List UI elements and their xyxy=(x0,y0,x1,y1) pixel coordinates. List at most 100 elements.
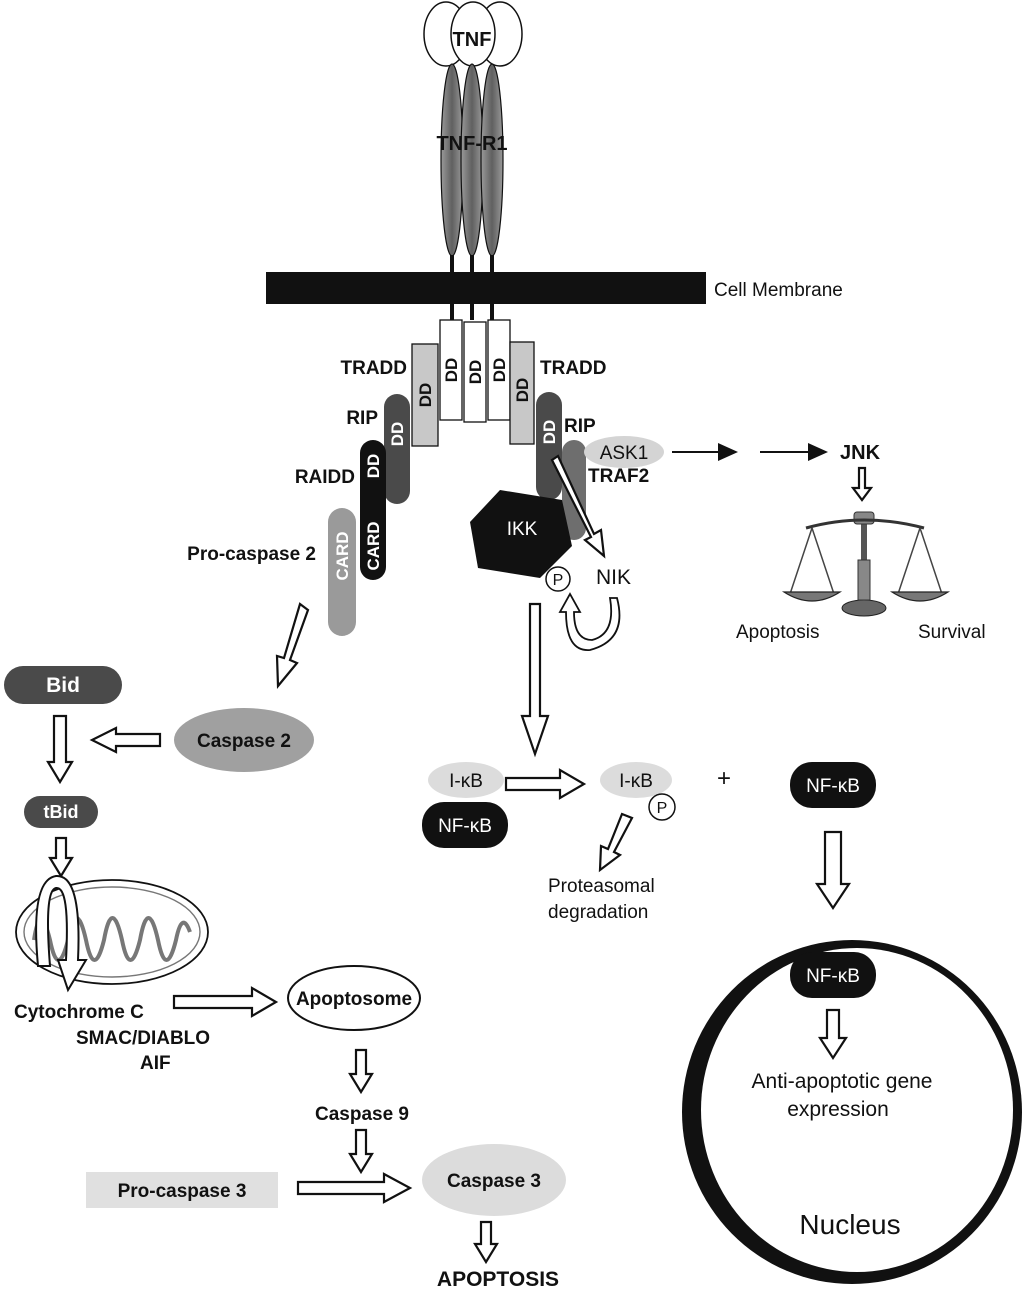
caspase-2-ellipse xyxy=(174,708,314,772)
caspase2-to-bid-arrow xyxy=(89,726,162,754)
rip-to-nik-arrow xyxy=(550,454,606,559)
rip-left-dd-label: DD xyxy=(388,422,407,447)
procaspase2-to-caspase2-arrow xyxy=(275,602,310,689)
scale-survival-label: Survival xyxy=(918,622,986,643)
smac-diablo-label: SMAC/DIABLO xyxy=(76,1028,210,1049)
nucleus-nfkb-box xyxy=(790,952,876,998)
tnf-label: TNF xyxy=(453,29,492,51)
nucleus-nfkb-label: NF-κB xyxy=(806,966,860,987)
receptor-center xyxy=(460,63,484,257)
tbid-box xyxy=(24,796,98,828)
plus-sign: + xyxy=(717,765,731,792)
ikk-hexagon xyxy=(470,490,572,578)
caspase-3-ellipse xyxy=(422,1144,566,1216)
bid-to-tbid-arrow xyxy=(46,714,74,785)
ask1-shape xyxy=(584,436,664,468)
nfkb-to-nucleus-arrow xyxy=(814,830,852,910)
tbid-label: tBid xyxy=(44,802,79,822)
apoptosis-final-label: APOPTOSIS xyxy=(437,1268,559,1290)
tnf-r1-receptors: TNF-R1 xyxy=(436,63,508,320)
receptor-right xyxy=(480,63,504,257)
bid-label: Bid xyxy=(46,674,80,697)
anti-apoptotic-line1: Anti-apoptotic gene xyxy=(752,1070,933,1093)
ikk-phospho-circle xyxy=(545,566,571,592)
ikb-complex-label: I-κB xyxy=(449,771,483,792)
receptor-dd-3-label: DD xyxy=(490,358,509,383)
raidd-dd-label: DD xyxy=(364,454,383,479)
raidd-box xyxy=(360,440,386,580)
ikb-phosphorylation-arrow xyxy=(504,768,587,800)
anti-apoptotic-line2: expression xyxy=(787,1098,889,1121)
ikk-phospho-label: P xyxy=(553,572,564,589)
apoptosome-label: Apoptosome xyxy=(296,989,412,1010)
free-nfkb-label: NF-κB xyxy=(806,776,860,797)
rip-right-label: RIP xyxy=(564,416,596,437)
cell-membrane-bar xyxy=(266,272,706,304)
tradd-left-box xyxy=(411,343,439,447)
phospho-ikb-p-circle xyxy=(648,793,676,821)
tradd-left-label: TRADD xyxy=(341,358,408,379)
balance-scale-icon xyxy=(781,511,951,617)
degradation-label: degradation xyxy=(548,902,648,923)
apoptosome-ellipse xyxy=(287,965,421,1031)
nucleus-label: Nucleus xyxy=(799,1209,900,1240)
pro-caspase-3-label: Pro-caspase 3 xyxy=(118,1181,247,1202)
scale-apoptosis-label: Apoptosis xyxy=(736,622,819,643)
procaspase3-to-caspase3-arrow xyxy=(296,1172,413,1204)
traf2-label: TRAF2 xyxy=(588,466,649,487)
receptor-dd-2 xyxy=(463,321,487,423)
ikk-label: IKK xyxy=(507,519,538,540)
rip-left-label: RIP xyxy=(346,408,378,429)
receptor-dd-1-label: DD xyxy=(442,358,461,383)
receptor-left xyxy=(440,63,464,257)
tradd-left-dd-label: DD xyxy=(416,383,435,408)
phospho-ikb-shape xyxy=(600,762,672,798)
ikb-to-degradation-arrow xyxy=(598,812,634,873)
ikk-to-ikb-arrow xyxy=(520,602,550,758)
jnk-label: JNK xyxy=(840,442,881,464)
ask1-arrow-head-1 xyxy=(718,443,738,461)
caspase-9-label: Caspase 9 xyxy=(315,1104,409,1125)
pro-caspase-2-card-label: CARD xyxy=(333,531,352,580)
jnk-down-arrow xyxy=(850,466,874,502)
receptor-death-domains: DD DD DD xyxy=(439,319,511,423)
nik-label: NIK xyxy=(596,566,631,589)
caspase-2-label: Caspase 2 xyxy=(197,731,291,752)
cytochrome-to-apoptosome-arrow xyxy=(172,986,279,1018)
rip-right-dd-label: DD xyxy=(540,420,559,445)
nik-to-ikk-curved-arrow xyxy=(558,592,621,651)
rip-left-box xyxy=(384,394,410,504)
tradd-right-label: TRADD xyxy=(540,358,607,379)
aif-label: AIF xyxy=(140,1053,171,1074)
ikb-complex-shape xyxy=(428,762,504,798)
phospho-ikb-p-label: P xyxy=(657,800,668,817)
receptor-dd-2-label: DD xyxy=(466,360,485,385)
tnf-trimer: TNF xyxy=(423,1,523,67)
cell-membrane-label: Cell Membrane xyxy=(714,280,843,301)
caspase9-to-caspase3-arrow xyxy=(348,1128,374,1175)
caspase-3-label: Caspase 3 xyxy=(447,1171,541,1192)
ask1-arrow-head-2 xyxy=(808,443,828,461)
cytochrome-c-label: Cytochrome C xyxy=(14,1002,144,1023)
tbid-to-mitochondrion-arrow xyxy=(48,836,74,879)
nucleus-nfkb-to-gene-arrow xyxy=(817,1008,849,1061)
tradd-right-box xyxy=(509,341,535,445)
nfkb-complex-label: NF-κB xyxy=(438,816,492,837)
pro-caspase-2-label: Pro-caspase 2 xyxy=(187,544,316,565)
ask1-label: ASK1 xyxy=(600,443,649,464)
apoptosome-to-caspase9-arrow xyxy=(348,1048,374,1095)
tbid-insertion-curved-arrow xyxy=(35,874,88,993)
raidd-label: RAIDD xyxy=(295,467,355,488)
rip-right-box xyxy=(536,392,562,500)
nucleus-inner xyxy=(701,948,1013,1272)
phospho-ikb-label: I-κB xyxy=(619,771,653,792)
caspase3-to-apoptosis-arrow xyxy=(473,1220,499,1265)
pro-caspase-2-box xyxy=(328,508,356,636)
free-nfkb-box xyxy=(790,762,876,808)
tnf-r1-label: TNF-R1 xyxy=(436,133,507,155)
receptor-dd-1 xyxy=(439,319,463,421)
raidd-card-label: CARD xyxy=(364,521,383,570)
nfkb-complex-box xyxy=(422,802,508,848)
tradd-right-dd-label: DD xyxy=(513,378,532,403)
